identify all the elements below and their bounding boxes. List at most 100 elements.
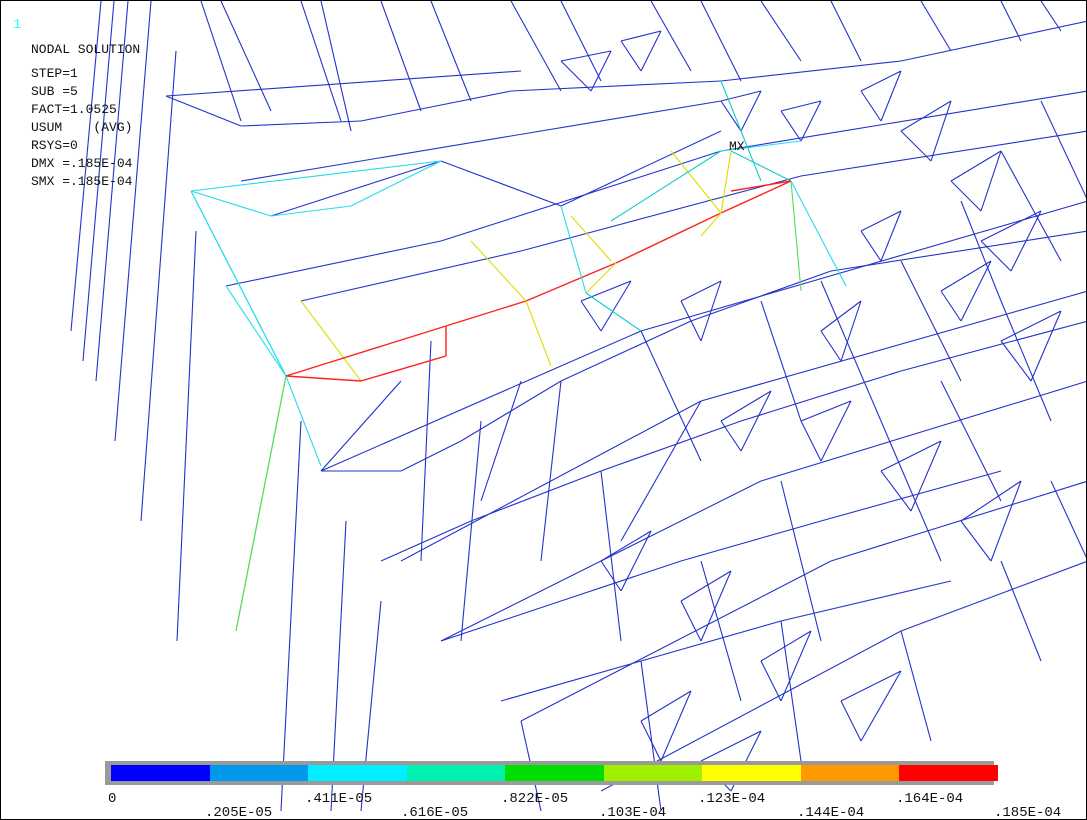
mesh-edge [640,660,662,812]
mesh-edge [940,380,1002,502]
mesh-edge [660,690,692,762]
legend-label-2: .411E-05 [305,791,373,807]
mesh-edge [950,180,982,212]
usum-label: USUM (AVG) [31,120,133,135]
legend-label-6: .123E-04 [698,791,766,807]
mesh-edge [980,150,1002,212]
mesh-edge [585,292,642,332]
mesh-edge [176,230,197,642]
mesh-edge [220,1,272,112]
mesh-edge [720,390,772,422]
mesh-edge [440,150,722,242]
mesh-edge [235,375,287,632]
mesh-edge [640,720,662,762]
mesh-edge [1000,1,1022,42]
mesh-edge [525,262,617,302]
mesh-edge [640,690,692,722]
mesh-edge [300,300,362,382]
mesh-edge [720,60,902,82]
mesh-edge [440,160,562,207]
mesh-edge [760,630,812,662]
mesh-edge [900,100,952,132]
smx-value: SMX =.185E-04 [31,174,133,189]
mesh-edge [700,1,742,82]
mesh-edge [680,280,722,302]
legend-cell-2 [209,765,308,781]
mesh-edge [420,340,432,562]
mesh-edge [590,50,612,92]
mesh-edge [350,160,442,207]
mesh-edge [760,381,1086,482]
legend-label-5: .103E-04 [599,805,667,820]
mesh-edge [800,100,822,142]
mesh-edge [900,630,932,742]
mesh-edge [780,580,952,622]
mesh-edge [1000,300,1052,422]
mesh-edge [640,620,782,662]
mesh-edge [70,1,102,332]
mesh-edge [510,80,722,92]
mesh-edge [720,80,762,182]
mesh-edge [820,470,1002,522]
mesh-edge [840,700,862,742]
mesh-edge [800,130,1086,177]
mesh-edge [560,205,587,294]
mesh-edge [500,660,642,702]
mesh-edge [270,160,442,217]
mesh-edge [1010,210,1042,272]
mesh-edge [1000,150,1062,262]
legend-label-0: 0 [108,791,117,807]
mesh-edge [700,560,742,702]
legend-label-9: .185E-04 [994,805,1062,820]
mesh-edge [780,110,802,142]
mesh-edge [790,180,847,287]
mesh-edge [600,470,622,642]
mesh-edge [820,280,882,422]
mesh-edge [620,40,642,72]
mesh-edge [610,150,722,222]
mesh-edge [720,90,1086,152]
sub-value: SUB =5 [31,84,78,99]
mesh-edge [960,480,1022,522]
mesh-edge [960,520,992,562]
mesh-edge [285,325,447,377]
mesh-edge [300,250,522,302]
mesh-edge [600,280,632,332]
mesh-edge [760,300,802,422]
mesh-edge [830,481,1086,562]
mesh-edge [720,90,762,102]
mesh-edge [680,300,702,342]
legend-cell-6 [603,765,702,781]
solution-info: NODAL SOLUTION STEP=1 SUB =5 FACT=1.0525… [31,41,140,191]
mesh-edge [680,520,822,562]
mesh-edge [700,730,762,762]
mesh-edge [1000,310,1062,342]
mesh-edge [690,270,832,322]
mesh-edge [200,1,242,122]
mesh-edge [82,1,115,362]
mesh-edge [860,210,902,232]
mesh-edge [780,620,802,762]
window-number: 1 [13,17,22,33]
mesh-edge [520,175,802,252]
mesh-edge [240,100,722,182]
mesh-edge [285,375,322,467]
mesh-edge [980,240,1012,272]
mesh-edge [830,230,1086,272]
mesh-edge [615,212,722,264]
mesh-edge [650,1,692,72]
mesh-edge [400,400,702,562]
mesh-edge [510,1,562,92]
max-marker-label: MX [729,139,745,154]
mesh-edge [280,420,302,812]
mesh-edge [380,1,422,112]
mesh-edge [600,420,742,472]
mesh-edge [600,560,622,592]
mesh-edge [1040,1,1062,32]
mesh-edge [780,100,822,112]
mesh-edge [720,180,792,214]
mesh-edge [910,440,942,512]
dmx-value: DMX =.185E-04 [31,156,133,171]
